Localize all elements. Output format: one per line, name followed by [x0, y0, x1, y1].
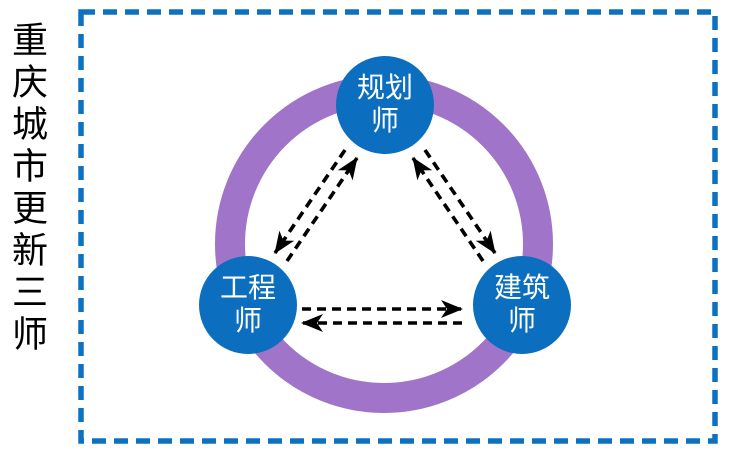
- node-planner-label-line1: 规划: [356, 72, 413, 104]
- arrow-architect-to-planner: [411, 156, 485, 263]
- node-architect: 建筑 师: [473, 256, 571, 354]
- dashed-border: [78, 9, 718, 444]
- page-title: 重庆城市更新三师: [7, 21, 47, 357]
- node-engineer-label-line2: 师: [233, 306, 262, 337]
- node-architect-label-line2: 师: [507, 306, 536, 337]
- arrow-engineer-to-planner: [285, 156, 359, 263]
- node-planner: 规划 师: [336, 56, 434, 154]
- arrow-planner-to-architect: [423, 148, 497, 255]
- node-planner-label-line2: 师: [370, 106, 399, 137]
- node-architect-label-line1: 建筑: [493, 272, 550, 304]
- node-engineer-label-line1: 工程: [219, 272, 276, 304]
- arrow-planner-to-engineer: [273, 148, 347, 255]
- node-engineer: 工程 师: [199, 256, 297, 354]
